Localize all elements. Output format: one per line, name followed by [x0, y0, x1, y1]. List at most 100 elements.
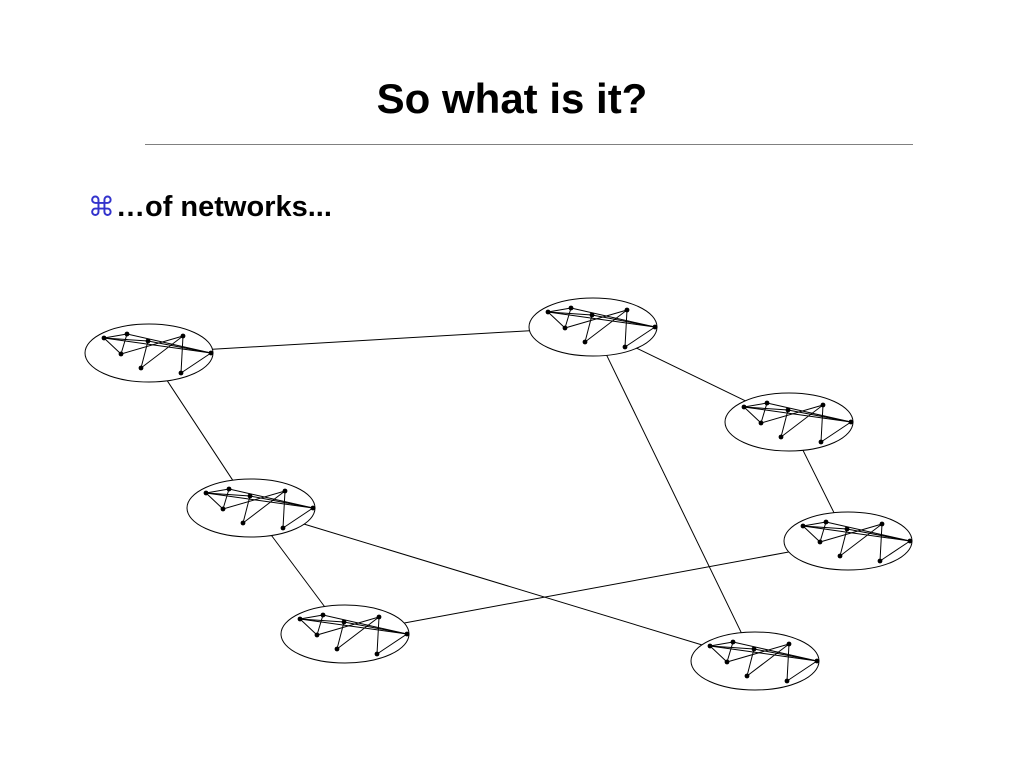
- subnetwork-node: [814, 658, 820, 664]
- subnetwork-node: [724, 659, 730, 665]
- subnetwork-edge: [879, 523, 883, 562]
- subnetwork-edge: [299, 618, 318, 636]
- title-divider: [145, 144, 913, 145]
- subnetwork-node: [624, 307, 630, 313]
- network-link: [606, 355, 742, 633]
- subnetwork-edge: [624, 326, 656, 348]
- subnetwork-node: [877, 558, 883, 564]
- inter-network-links: [166, 330, 835, 646]
- subnetwork-edge: [839, 528, 848, 557]
- subnetwork-edge: [743, 402, 768, 408]
- subnetwork-edge: [825, 521, 911, 542]
- subnetwork-edge: [709, 645, 728, 663]
- subnetworks: [84, 297, 913, 691]
- subnetwork-edge: [839, 523, 883, 557]
- network-link: [166, 380, 234, 481]
- subnetwork-edge: [743, 406, 789, 411]
- subnetwork: [528, 297, 658, 357]
- subnetwork-node: [589, 312, 595, 318]
- subnetwork-node: [404, 631, 410, 637]
- subnetwork-edge: [242, 495, 251, 524]
- subnetwork-node: [707, 643, 713, 649]
- subnetwork: [690, 631, 820, 691]
- subnetwork-edge: [760, 402, 768, 424]
- subnetwork-edge: [205, 492, 251, 497]
- subnetwork-edge: [120, 333, 128, 355]
- subnetwork-edge: [299, 618, 408, 635]
- subnetwork-edge: [732, 641, 818, 662]
- subnetwork-node: [280, 525, 286, 531]
- subnetwork-node: [118, 351, 124, 357]
- subnetwork-boundary: [280, 604, 410, 664]
- subnetwork-node: [240, 520, 246, 526]
- subnetwork-edge: [228, 488, 314, 509]
- subnetwork-node: [220, 506, 226, 512]
- subnetwork-node: [844, 526, 850, 532]
- subnetwork-node: [180, 333, 186, 339]
- network-link: [212, 330, 530, 350]
- subnetwork-node: [744, 673, 750, 679]
- subnetwork-edge: [103, 337, 122, 355]
- subnetwork-edge: [336, 621, 345, 650]
- subnetwork-node: [758, 420, 764, 426]
- subnetwork-edge: [376, 616, 380, 655]
- subnetwork-edge: [564, 307, 572, 329]
- subnetwork-edge: [547, 311, 593, 316]
- subnetwork-edge: [709, 645, 755, 650]
- subnetwork-boundary: [690, 631, 820, 691]
- subnetwork-node: [320, 612, 326, 618]
- subnetwork-node: [178, 370, 184, 376]
- subnetwork-edge: [584, 314, 593, 343]
- subnetwork-edge: [743, 406, 852, 423]
- subnetwork-edge: [547, 311, 566, 329]
- subnetwork-edge: [282, 507, 314, 529]
- subnetwork-edge: [709, 641, 734, 647]
- subnetwork-node: [376, 614, 382, 620]
- subnetwork-edge: [299, 618, 345, 623]
- subnetwork-node: [820, 402, 826, 408]
- subnetwork-node: [818, 439, 824, 445]
- subnetwork-node: [785, 407, 791, 413]
- network-link: [636, 347, 746, 402]
- subnetwork-node: [562, 325, 568, 331]
- subnetwork-edge: [180, 352, 212, 374]
- subnetwork-node: [823, 519, 829, 525]
- subnetwork-node: [622, 344, 628, 350]
- subnetwork-edge: [547, 307, 572, 313]
- subnetwork-node: [314, 632, 320, 638]
- subnetwork-node: [145, 338, 151, 344]
- subnetwork-node: [101, 335, 107, 341]
- subnetwork-edge: [802, 525, 821, 543]
- subnetwork-boundary: [186, 478, 316, 538]
- bullet-text: …of networks...: [116, 191, 332, 223]
- subnetwork-edge: [820, 421, 852, 443]
- subnetwork-node: [730, 639, 736, 645]
- subnetwork-edge: [780, 409, 789, 438]
- subnetwork-node: [848, 419, 854, 425]
- subnetwork-edge: [547, 311, 656, 328]
- subnetwork-edge: [299, 614, 324, 620]
- subnetwork-edge: [316, 614, 324, 636]
- subnetwork: [186, 478, 316, 538]
- subnetwork-node: [208, 350, 214, 356]
- subnetwork-edge: [205, 492, 224, 510]
- subnetwork-node: [124, 331, 130, 337]
- subnetwork-edge: [709, 645, 818, 662]
- subnetwork-node: [837, 553, 843, 559]
- subnetwork-edge: [786, 660, 818, 682]
- subnetwork-edge: [802, 525, 911, 542]
- subnetwork-edge: [819, 521, 827, 543]
- subnetwork-node: [374, 651, 380, 657]
- network-link: [404, 551, 789, 624]
- subnetwork-edge: [205, 492, 314, 509]
- subnetwork-edge: [205, 488, 230, 494]
- subnetwork-node: [800, 523, 806, 529]
- subnetwork-edge: [743, 406, 762, 424]
- bullet-item: ⌘…of networks...: [88, 190, 332, 225]
- subnetwork-edge: [746, 643, 790, 677]
- subnetwork-edge: [322, 614, 408, 635]
- subnetwork-node: [764, 400, 770, 406]
- subnetwork-edge: [140, 340, 149, 369]
- subnetwork-node: [341, 619, 347, 625]
